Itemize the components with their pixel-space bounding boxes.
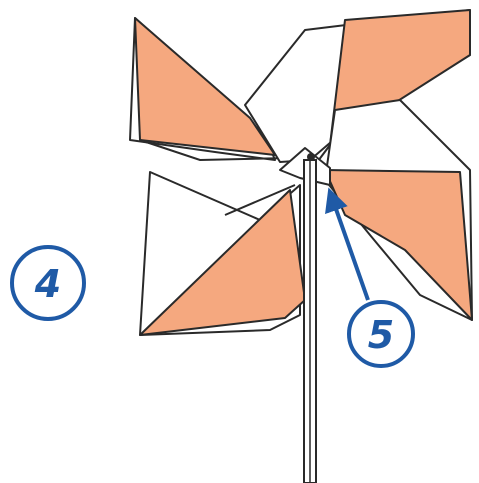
blade-bottom-left bbox=[139, 171, 306, 336]
blade-top-left bbox=[129, 17, 291, 162]
pinwheel-stick bbox=[303, 159, 317, 483]
step-label-5: 5 bbox=[347, 300, 415, 368]
step-label-4-text: 4 bbox=[34, 262, 61, 306]
callout-arrow bbox=[325, 187, 370, 301]
step-label-4: 4 bbox=[10, 245, 86, 321]
step-label-5-text: 5 bbox=[368, 313, 394, 357]
blade-right bbox=[324, 99, 473, 321]
pin-icon bbox=[307, 153, 315, 161]
